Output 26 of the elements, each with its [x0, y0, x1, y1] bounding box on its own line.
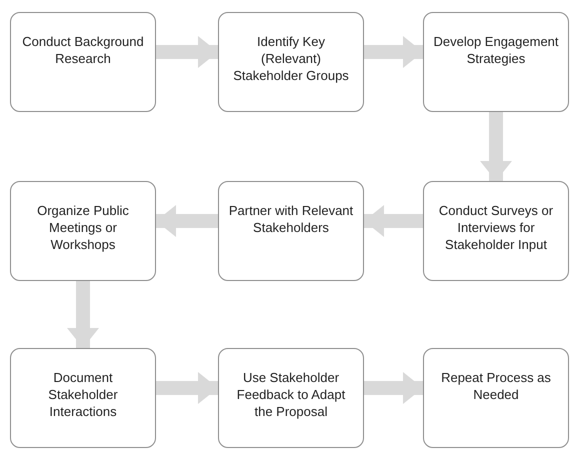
step-label: Identify Key (Relevant) Stakeholder Groups — [232, 33, 350, 84]
step-label: Repeat Process as Needed — [440, 369, 552, 403]
step-label: Document Stakeholder Interactions — [47, 369, 119, 420]
step-label: Conduct Surveys or Interviews for Stakeholder Input — [438, 202, 554, 253]
process-box — [10, 348, 156, 448]
step-label: Partner with Relevant Stakeholders — [228, 202, 354, 236]
block-arrow — [364, 36, 423, 68]
step-label: Use Stakeholder Feedback to Adapt the Proposal — [236, 369, 346, 420]
block-arrow — [364, 205, 423, 237]
block-arrow — [364, 372, 423, 404]
process-box — [218, 12, 364, 112]
step-label: Organize Public Meetings or Workshops — [36, 202, 130, 253]
process-box — [218, 181, 364, 281]
block-arrow — [156, 205, 218, 237]
process-box — [218, 348, 364, 448]
block-arrow — [156, 36, 218, 68]
process-box — [423, 181, 569, 281]
step-label: Conduct Background Research — [21, 33, 145, 67]
process-box — [423, 348, 569, 448]
process-box — [10, 12, 156, 112]
process-box — [423, 12, 569, 112]
step-label: Develop Engagement Strategies — [432, 33, 560, 67]
block-arrow — [480, 112, 512, 181]
process-box — [10, 181, 156, 281]
block-arrow — [67, 281, 99, 348]
block-arrow — [156, 372, 218, 404]
